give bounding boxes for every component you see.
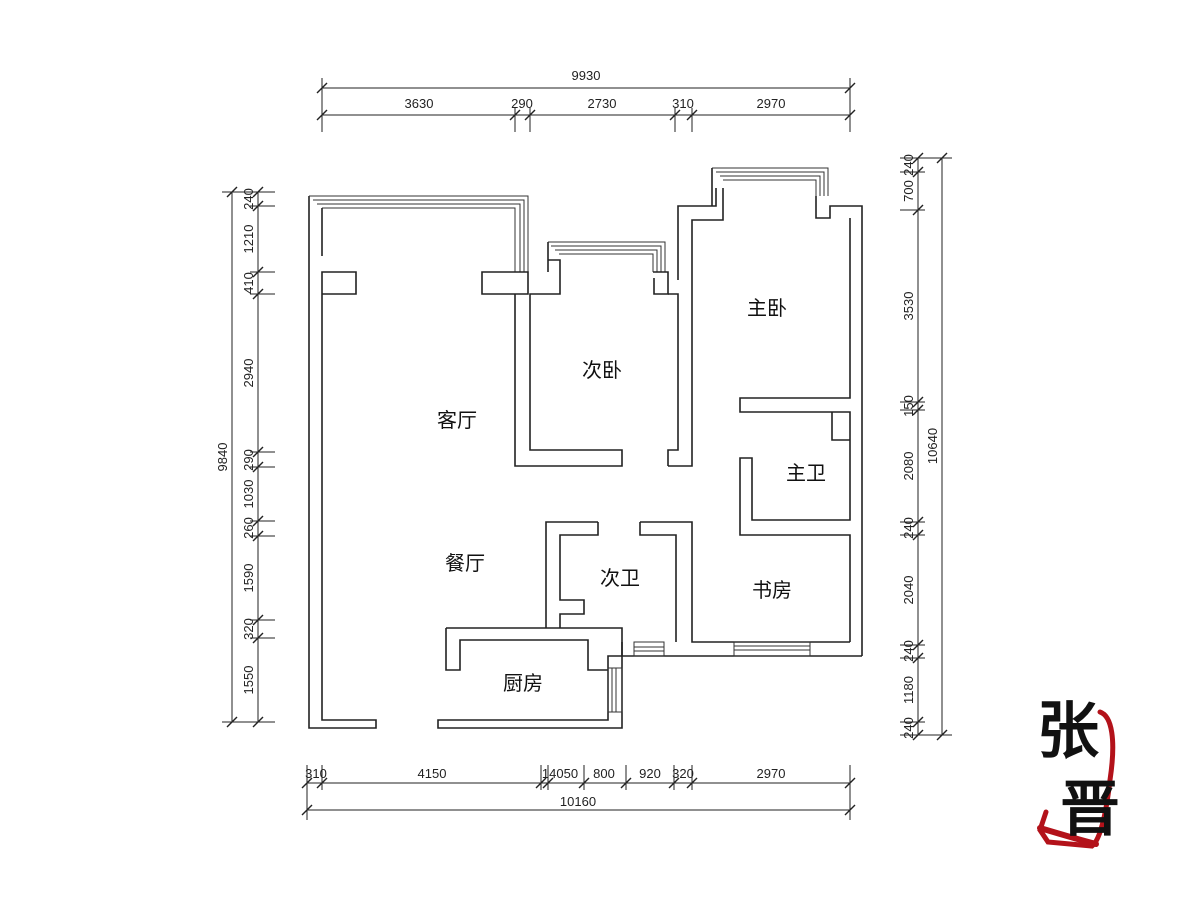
dim-left-seg-9: 320 — [241, 618, 256, 640]
dim-top-total: 9930 — [572, 68, 601, 83]
room-label-master-bath: 主卫 — [786, 462, 826, 485]
dimension-top: 9930 3630 290 2730 310 2970 — [316, 68, 856, 132]
dim-left-seg-2: 1210 — [241, 225, 256, 254]
dim-left-seg-4: 2940 — [241, 359, 256, 388]
dim-left-seg-6: 1030 — [241, 480, 256, 509]
dim-right-seg-5: 2080 — [901, 452, 916, 481]
dim-bottom-seg-1: 310 — [305, 766, 327, 781]
dim-right-seg-1: 240 — [901, 154, 916, 176]
room-label-second-bath: 次卫 — [600, 567, 640, 590]
dim-left-seg-1: 240 — [241, 188, 256, 210]
room-label-kitchen: 厨房 — [503, 672, 543, 695]
dim-left-seg-5: 290 — [241, 449, 256, 471]
room-label-second-bedroom: 次卧 — [582, 359, 622, 382]
dim-top-seg-3: 2730 — [588, 96, 617, 111]
dim-left-seg-7: 260 — [241, 517, 256, 539]
dim-bottom-seg-6: 320 — [672, 766, 694, 781]
room-label-study: 书房 — [752, 579, 792, 602]
dim-bottom-seg-4: 800 — [593, 766, 615, 781]
seal-char-top: 张 — [1037, 694, 1099, 767]
dim-top-seg-4: 310 — [672, 96, 694, 111]
dim-left-seg-8: 1590 — [241, 564, 256, 593]
room-label-dining: 餐厅 — [445, 552, 485, 575]
dim-right-total: 10640 — [925, 428, 940, 464]
dim-top-seg-1: 3630 — [405, 96, 434, 111]
dim-bottom-seg-3: 14050 — [542, 766, 578, 781]
dim-right-seg-6: 240 — [901, 517, 916, 539]
seal-char-bottom: 晋 — [1060, 775, 1120, 845]
dimension-left: 9840 240 1210 410 2940 290 1030 260 1590… — [215, 186, 275, 728]
dimension-bottom: 310 4150 14050 800 920 320 2970 10160 — [301, 765, 856, 820]
dim-right-seg-9: 1180 — [901, 676, 916, 704]
seal-logo: 张 晋 — [1037, 694, 1120, 849]
dim-bottom-seg-5: 920 — [639, 766, 661, 781]
dim-bottom-seg-7: 2970 — [757, 766, 786, 781]
room-label-living: 客厅 — [437, 409, 477, 432]
dim-right-seg-7: 2040 — [901, 576, 916, 605]
dim-right-seg-3: 3530 — [901, 292, 916, 321]
dim-right-seg-4: 150 — [901, 395, 916, 417]
walls — [308, 167, 863, 729]
dim-bottom-total: 10160 — [560, 794, 596, 809]
dim-bottom-seg-2: 4150 — [418, 766, 447, 781]
room-label-master-bedroom: 主卧 — [747, 297, 787, 320]
dim-top-seg-5: 2970 — [757, 96, 786, 111]
dim-right-seg-10: 240 — [901, 717, 916, 739]
dim-left-seg-10: 1550 — [241, 666, 256, 695]
dim-right-seg-2: 700 — [901, 180, 916, 202]
dim-right-seg-8: 240 — [901, 640, 916, 662]
dimension-right: 240 700 3530 150 2080 240 2040 240 1180 … — [900, 152, 952, 741]
dim-top-seg-2: 290 — [511, 96, 533, 111]
dim-left-seg-3: 410 — [241, 272, 256, 294]
dim-left-total: 9840 — [215, 443, 230, 472]
